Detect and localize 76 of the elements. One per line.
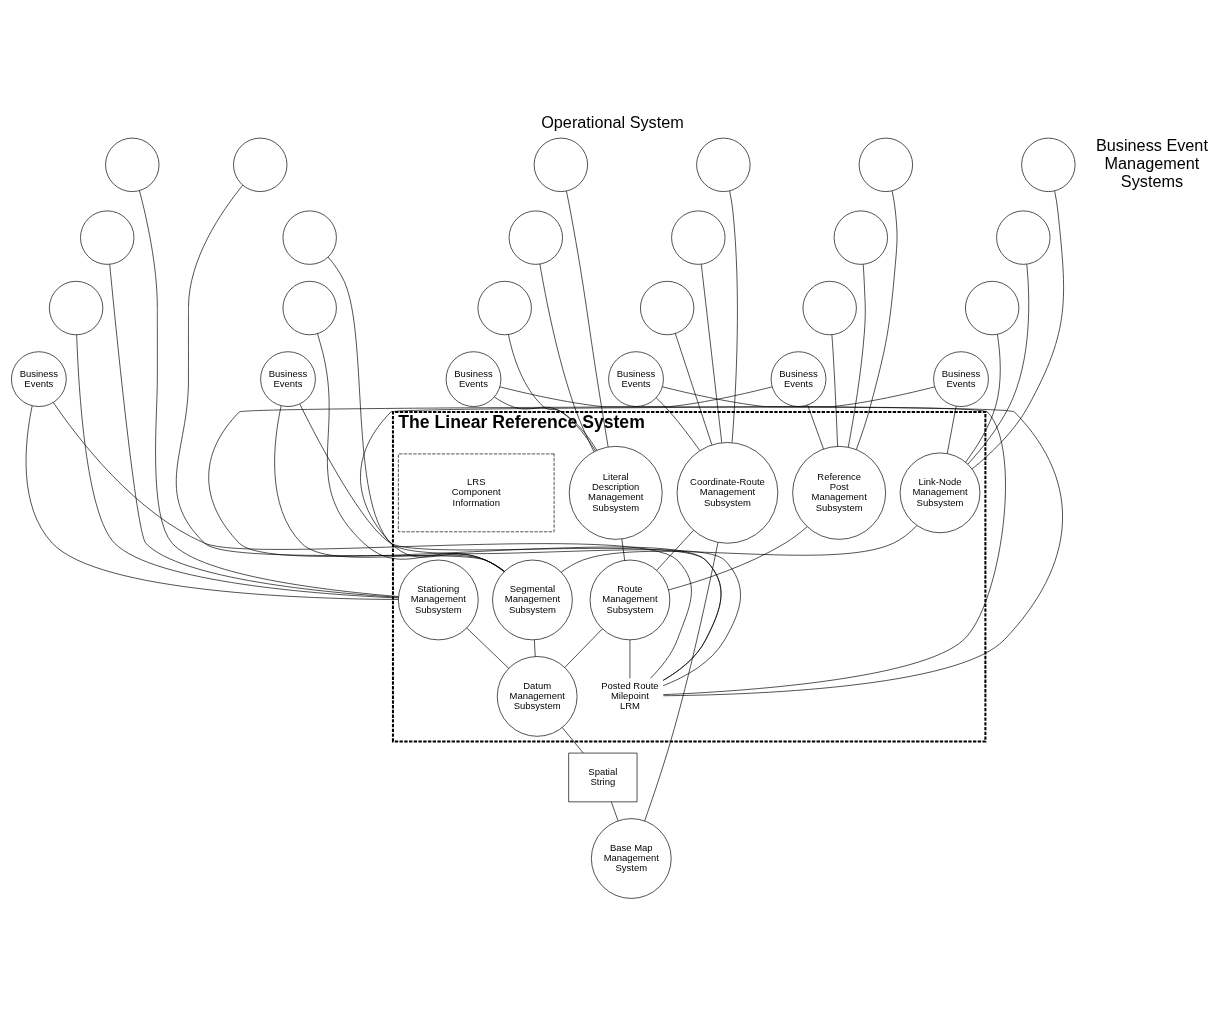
connector xyxy=(208,386,773,681)
node-circle xyxy=(282,280,337,335)
node-circle xyxy=(49,280,104,335)
label: Business Event Management Systems xyxy=(1096,135,1208,190)
connector xyxy=(499,386,1006,695)
connector xyxy=(560,524,918,573)
connector xyxy=(807,404,824,449)
connector xyxy=(360,386,935,686)
node-circle xyxy=(696,137,751,192)
node-circle: Literal Description Management Subsystem xyxy=(568,445,663,540)
node-circle xyxy=(477,280,532,335)
node-circle xyxy=(833,210,888,265)
node-circle xyxy=(233,137,288,192)
node-circle xyxy=(105,137,160,192)
connector xyxy=(139,189,399,597)
connector xyxy=(534,639,536,657)
node-circle xyxy=(640,280,695,335)
connector xyxy=(327,256,505,572)
connector xyxy=(656,529,694,570)
connector xyxy=(466,627,510,669)
node-circle xyxy=(965,280,1020,335)
node-circle: Datum Management Subsystem xyxy=(496,655,578,737)
connector xyxy=(675,332,713,445)
node-circle: Coordinate-Route Management Subsystem xyxy=(676,441,779,544)
node-circle: Route Management Subsystem xyxy=(589,559,671,640)
connector xyxy=(729,190,738,443)
connector xyxy=(175,184,505,572)
connector xyxy=(967,263,1030,465)
node-circle: Business Events xyxy=(608,350,664,407)
node-circle xyxy=(996,210,1051,265)
connector xyxy=(610,801,619,821)
connector xyxy=(662,386,1063,696)
connector xyxy=(109,263,399,598)
connector xyxy=(655,396,701,451)
connector xyxy=(847,263,866,448)
connector xyxy=(856,190,898,450)
diagram-title: Operational System xyxy=(541,112,684,131)
node-circle xyxy=(858,137,913,192)
connector xyxy=(644,541,719,821)
connector xyxy=(76,334,399,598)
connector xyxy=(566,190,609,447)
connector xyxy=(700,263,723,443)
node-circle: Business Events xyxy=(933,350,989,407)
node-text: Posted Route Milepoint LRM xyxy=(601,679,659,711)
node-circle: Reference Post Management Subsystem xyxy=(792,445,886,540)
connector xyxy=(621,538,626,561)
connector xyxy=(831,334,838,447)
connector xyxy=(494,396,598,451)
node-circle: Segmental Management Subsystem xyxy=(492,559,573,640)
node-circle xyxy=(802,280,857,335)
connector xyxy=(299,403,722,681)
node-circle: Business Events xyxy=(11,350,67,407)
connector xyxy=(561,726,584,753)
node-circle xyxy=(671,210,726,265)
node-circle: Business Events xyxy=(445,350,502,407)
connector xyxy=(668,525,808,590)
node-circle xyxy=(533,137,588,192)
connector xyxy=(508,333,596,451)
node-circle xyxy=(508,210,563,265)
connector xyxy=(946,405,957,454)
node-circle: Stationing Management Subsystem xyxy=(398,559,479,640)
node-circle xyxy=(80,210,135,265)
connector xyxy=(564,628,603,668)
node-circle: Base Map Management System xyxy=(591,817,672,899)
node-circle xyxy=(1021,137,1076,192)
node-circle: Business Events xyxy=(260,350,316,407)
connector xyxy=(53,401,692,679)
connector xyxy=(25,404,399,600)
node-box: Spatial String xyxy=(568,752,638,802)
node-box: LRS Component Information xyxy=(398,453,555,532)
connector xyxy=(539,263,595,452)
connector xyxy=(965,333,1001,463)
node-circle: Link-Node Management Subsystem xyxy=(899,452,981,533)
node-circle xyxy=(282,210,337,265)
node-circle: Business Events xyxy=(770,350,827,407)
connector xyxy=(971,190,1064,469)
